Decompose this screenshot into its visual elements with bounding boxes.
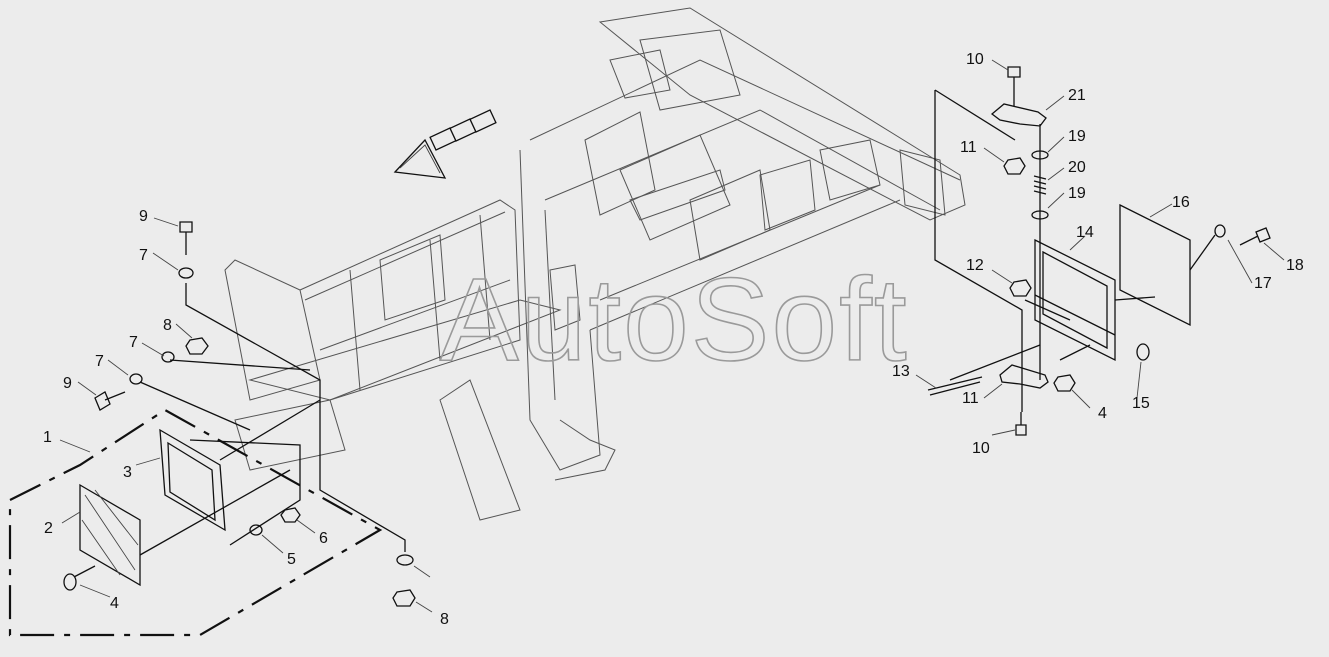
callout-10-top: 10 [966, 51, 984, 68]
callout-18: 18 [1286, 257, 1304, 274]
callout-19-lower: 19 [1068, 185, 1086, 202]
callout-8-lower: 8 [440, 611, 449, 628]
callout-5: 5 [287, 551, 296, 568]
callout-4-right: 4 [1098, 405, 1107, 422]
leader-lines [59, 59, 1285, 613]
callout-9-lower: 9 [63, 375, 72, 392]
callout-16: 16 [1172, 194, 1190, 211]
callout-7-upper: 7 [139, 247, 148, 264]
callouts: 1 2 3 4 4 5 6 7 7 7 8 8 9 9 10 10 11 11 … [43, 51, 1304, 628]
callout-2: 2 [44, 520, 53, 537]
callout-14: 14 [1076, 224, 1094, 241]
left-assembly [8, 221, 416, 637]
callout-12: 12 [966, 257, 984, 274]
right-assembly [927, 66, 1271, 436]
callout-7-left: 7 [129, 334, 138, 351]
callout-9-upper: 9 [139, 208, 148, 225]
callout-6: 6 [319, 530, 328, 547]
callout-21: 21 [1068, 87, 1086, 104]
front-direction-arrow [393, 109, 497, 179]
callout-8-upper: 8 [163, 317, 172, 334]
callout-7-middle: 7 [95, 353, 104, 370]
callout-19-upper: 19 [1068, 128, 1086, 145]
watermark: AutoSoft [440, 254, 909, 386]
callout-10-bottom: 10 [972, 440, 990, 457]
callout-15: 15 [1132, 395, 1150, 412]
chassis-frame [224, 7, 966, 521]
callout-17: 17 [1254, 275, 1272, 292]
callout-11-top: 11 [960, 139, 977, 156]
callout-20: 20 [1068, 159, 1086, 176]
callout-13: 13 [892, 363, 910, 380]
callout-1: 1 [43, 429, 52, 446]
callout-3: 3 [123, 464, 132, 481]
callout-4-left: 4 [110, 595, 119, 612]
callout-11-bottom: 11 [962, 390, 979, 407]
